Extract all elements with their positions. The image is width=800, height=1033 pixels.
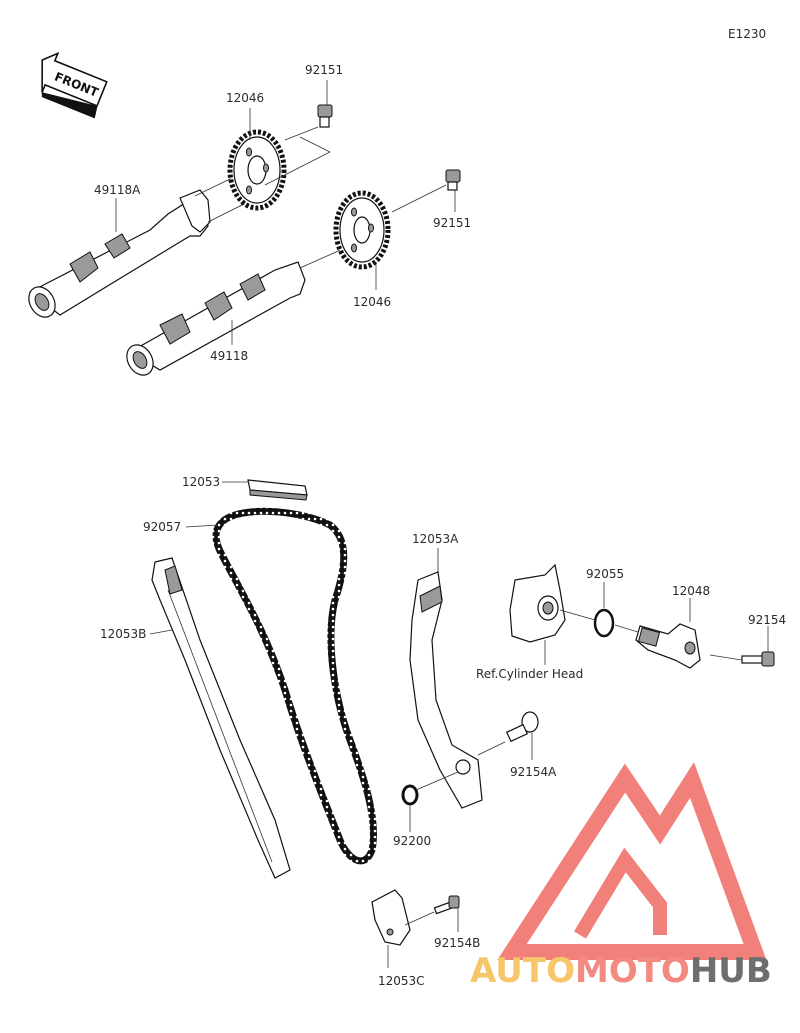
front-arrow-icon: FRONT [41,51,108,119]
label-92057: 92057 [143,520,181,534]
label-49118A: 49118A [94,183,141,197]
label-92151-upper: 92151 [305,63,343,77]
washer [401,771,459,832]
camshaft-upper [28,177,261,318]
label-92151-right: 92151 [433,216,471,230]
camshaft-lower [126,247,346,376]
bracket [371,889,411,968]
label-12046-upper: 12046 [226,91,264,105]
label-12053: 12053 [182,475,220,489]
cam-chain [212,507,377,865]
guide-left [149,557,291,879]
label-49118: 49118 [210,349,248,363]
watermark-logo-icon [497,762,767,960]
guide-right [409,548,483,809]
label-92154: 92154 [748,613,786,627]
tensioner-bolt [709,626,775,667]
label-92154A: 92154A [510,765,557,779]
bolt-upper [264,80,333,186]
label-92200: 92200 [393,834,431,848]
chain-tensioner [614,598,701,669]
o-ring [559,582,615,638]
label-92055: 92055 [586,567,624,581]
label-12046-lower: 12046 [353,295,391,309]
sprocket-upper [227,129,287,211]
label-12053C: 12053C [378,974,425,988]
ref-cylinder-head: Ref.Cylinder Head [476,667,583,681]
guide-top [222,479,308,501]
watermark-text: AUTOMOTOHUB [470,951,772,991]
label-12053A: 12053A [412,532,459,546]
pivot-bolt [477,711,539,760]
label-12048: 12048 [672,584,710,598]
bracket-bolt [404,895,460,932]
label-92154B: 92154B [434,936,480,950]
sprocket-lower [333,190,391,270]
cylinder-head-ref [509,563,566,665]
diagram-code: E1230 [728,27,766,41]
bolt-right [391,169,461,213]
label-12053B: 12053B [100,627,146,641]
